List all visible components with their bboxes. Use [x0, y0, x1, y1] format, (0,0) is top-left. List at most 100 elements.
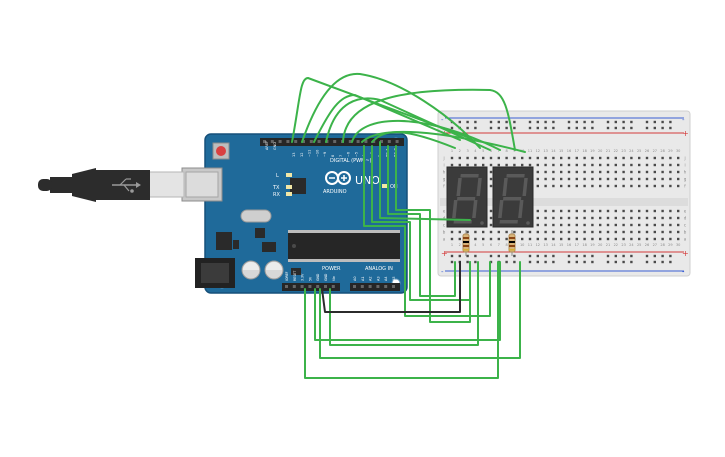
- breadboard-hole[interactable]: [474, 237, 477, 241]
- rail-hole[interactable]: [591, 120, 594, 124]
- rail-hole[interactable]: [614, 120, 617, 124]
- breadboard-hole[interactable]: [599, 230, 602, 234]
- breadboard-hole[interactable]: [591, 163, 594, 167]
- breadboard-hole[interactable]: [466, 230, 469, 234]
- analog-pin-hole[interactable]: [353, 285, 356, 288]
- rail-hole[interactable]: [645, 126, 649, 130]
- breadboard-hole[interactable]: [583, 209, 586, 213]
- breadboard-hole[interactable]: [567, 156, 571, 160]
- breadboard-hole[interactable]: [630, 156, 633, 160]
- rail-hole[interactable]: [567, 260, 571, 264]
- breadboard-hole[interactable]: [521, 237, 524, 241]
- breadboard-hole[interactable]: [536, 223, 539, 227]
- breadboard-hole[interactable]: [536, 177, 539, 181]
- wire[interactable]: [342, 88, 516, 151]
- breadboard-hole[interactable]: [622, 223, 625, 227]
- breadboard-hole[interactable]: [521, 163, 524, 167]
- breadboard-hole[interactable]: [614, 184, 617, 188]
- breadboard-hole[interactable]: [536, 230, 539, 234]
- breadboard-hole[interactable]: [575, 170, 578, 174]
- breadboard-hole[interactable]: [638, 184, 641, 188]
- breadboard-hole[interactable]: [482, 163, 485, 167]
- breadboard-hole[interactable]: [653, 184, 656, 188]
- breadboard-hole[interactable]: [450, 230, 454, 234]
- breadboard-hole[interactable]: [560, 216, 563, 220]
- breadboard-hole[interactable]: [552, 216, 555, 220]
- breadboard-hole[interactable]: [528, 163, 532, 167]
- breadboard-hole[interactable]: [677, 216, 680, 220]
- breadboard-hole[interactable]: [638, 237, 641, 241]
- rail-hole[interactable]: [466, 254, 469, 258]
- rail-hole[interactable]: [544, 260, 547, 264]
- rail-hole[interactable]: [661, 126, 664, 130]
- breadboard-hole[interactable]: [630, 223, 633, 227]
- breadboard-hole[interactable]: [466, 163, 469, 167]
- breadboard-hole[interactable]: [653, 209, 656, 213]
- breadboard-hole[interactable]: [560, 184, 563, 188]
- rail-hole[interactable]: [622, 120, 625, 124]
- breadboard-hole[interactable]: [575, 156, 578, 160]
- rail-hole[interactable]: [630, 254, 633, 258]
- rail-hole[interactable]: [474, 254, 477, 258]
- breadboard-hole[interactable]: [552, 223, 555, 227]
- breadboard-hole[interactable]: [513, 230, 516, 234]
- breadboard-hole[interactable]: [622, 209, 625, 213]
- breadboard-hole[interactable]: [583, 230, 586, 234]
- wire[interactable]: [304, 261, 499, 379]
- breadboard-hole[interactable]: [614, 223, 617, 227]
- analog-pin-hole[interactable]: [360, 285, 364, 288]
- breadboard-hole[interactable]: [474, 230, 477, 234]
- breadboard-hole[interactable]: [630, 170, 633, 174]
- breadboard-hole[interactable]: [489, 216, 493, 220]
- rail-hole[interactable]: [661, 120, 664, 124]
- resistor-right[interactable]: [508, 230, 516, 256]
- breadboard-hole[interactable]: [638, 209, 641, 213]
- rail-hole[interactable]: [536, 260, 539, 264]
- breadboard-hole[interactable]: [544, 156, 547, 160]
- breadboard-hole[interactable]: [544, 163, 547, 167]
- breadboard-hole[interactable]: [677, 170, 680, 174]
- breadboard-hole[interactable]: [505, 163, 508, 167]
- breadboard-hole[interactable]: [638, 170, 641, 174]
- digital-pin-hole[interactable]: [309, 140, 313, 143]
- breadboard-hole[interactable]: [606, 163, 610, 167]
- power-pin-hole[interactable]: [285, 285, 288, 288]
- wire[interactable]: [314, 261, 501, 341]
- rail-hole[interactable]: [583, 126, 586, 130]
- breadboard-hole[interactable]: [614, 170, 617, 174]
- rail-hole[interactable]: [575, 254, 578, 258]
- analog-pin-hole[interactable]: [384, 285, 388, 288]
- digital-pin-hole[interactable]: [348, 140, 352, 143]
- rail-hole[interactable]: [552, 120, 555, 124]
- breadboard-hole[interactable]: [489, 163, 493, 167]
- wire[interactable]: [395, 145, 471, 323]
- breadboard-hole[interactable]: [482, 156, 485, 160]
- rail-hole[interactable]: [591, 126, 594, 130]
- breadboard-hole[interactable]: [645, 209, 649, 213]
- digital-pin-hole[interactable]: [364, 140, 368, 143]
- wire[interactable]: [363, 145, 491, 317]
- breadboard-hole[interactable]: [544, 223, 547, 227]
- breadboard-hole[interactable]: [552, 230, 555, 234]
- breadboard-hole[interactable]: [583, 170, 586, 174]
- breadboard-hole[interactable]: [591, 184, 594, 188]
- rail-hole[interactable]: [630, 126, 633, 130]
- usb-cable[interactable]: [38, 168, 185, 202]
- breadboard-hole[interactable]: [606, 170, 610, 174]
- rail-hole[interactable]: [544, 254, 547, 258]
- wire[interactable]: [361, 130, 526, 153]
- rail-hole[interactable]: [645, 120, 649, 124]
- breadboard-hole[interactable]: [661, 216, 664, 220]
- breadboard-hole[interactable]: [614, 216, 617, 220]
- rail-hole[interactable]: [528, 120, 532, 124]
- breadboard-hole[interactable]: [677, 237, 680, 241]
- breadboard-hole[interactable]: [677, 163, 680, 167]
- breadboard-hole[interactable]: [497, 163, 500, 167]
- rail-hole[interactable]: [474, 126, 477, 130]
- breadboard-hole[interactable]: [567, 177, 571, 181]
- rail-hole[interactable]: [528, 260, 532, 264]
- rail-hole[interactable]: [669, 260, 672, 264]
- breadboard-hole[interactable]: [677, 156, 680, 160]
- breadboard-hole[interactable]: [552, 170, 555, 174]
- breadboard-hole[interactable]: [552, 156, 555, 160]
